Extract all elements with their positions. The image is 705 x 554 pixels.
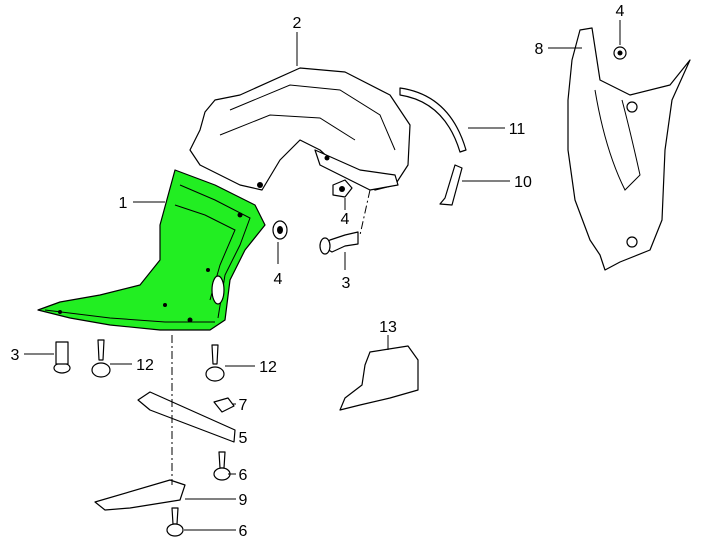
callout-1: 1: [119, 195, 128, 212]
part-10-trim-strip[interactable]: [439, 164, 463, 206]
part-13-bracket[interactable]: [339, 345, 419, 411]
fastener-4-nut[interactable]: [332, 179, 353, 198]
callout-13: 13: [379, 319, 397, 336]
callout-6: 6: [239, 523, 248, 540]
callout-4: 4: [341, 211, 350, 228]
part-1-front-wheel-liner[interactable]: [37, 169, 266, 331]
part-9-bracket[interactable]: [94, 479, 186, 511]
part-5-bracket[interactable]: [137, 391, 236, 443]
callout-3: 3: [11, 347, 20, 364]
callout-12: 12: [136, 357, 154, 374]
fastener-6-screw[interactable]: [213, 451, 231, 481]
fastener-3-clip[interactable]: [53, 341, 71, 374]
callout-7: 7: [239, 397, 248, 414]
callout-3: 3: [342, 275, 351, 292]
callout-5: 5: [239, 430, 248, 447]
callout-8: 8: [535, 41, 544, 58]
part-7-clip[interactable]: [213, 397, 235, 413]
fastener-4-nut[interactable]: [272, 220, 288, 240]
part-11-trim-strip[interactable]: [399, 87, 467, 153]
fastener-12-screw[interactable]: [205, 344, 225, 382]
callout-12: 12: [259, 359, 277, 376]
callout-9: 9: [239, 492, 248, 509]
callout-2: 2: [293, 15, 302, 32]
part-8-side-panel[interactable]: [567, 27, 691, 271]
fastener-3-clip[interactable]: [319, 231, 359, 255]
leader-lines: [24, 20, 621, 531]
callout-4: 4: [616, 3, 625, 20]
callout-4: 4: [274, 271, 283, 288]
callout-11: 11: [509, 121, 526, 138]
callout-10: 10: [514, 174, 532, 191]
fastener-12-screw[interactable]: [91, 339, 111, 378]
callout-6: 6: [239, 467, 248, 484]
fastener-6-screw[interactable]: [166, 507, 184, 537]
part-2-upper-liner[interactable]: [189, 67, 411, 191]
